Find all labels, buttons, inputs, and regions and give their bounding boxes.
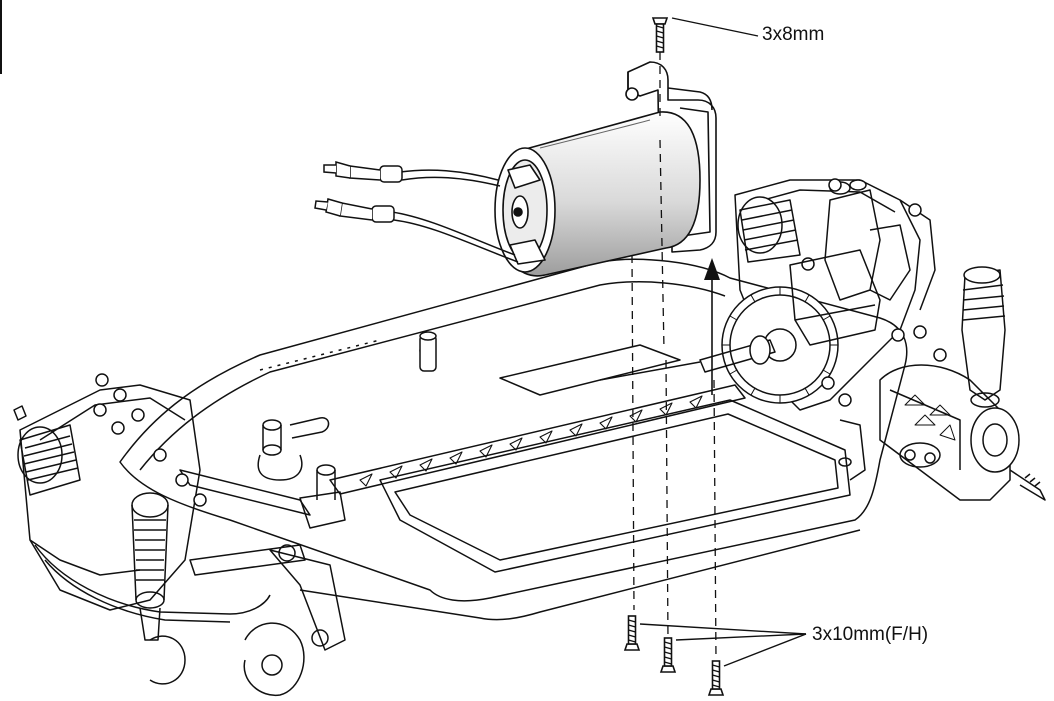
screw-icon [652, 17, 668, 53]
guide-lines [631, 52, 717, 661]
screw-icon [660, 637, 676, 673]
chassis [13, 178, 1046, 696]
arrow-up-icon [704, 258, 720, 395]
screw-icon [708, 660, 724, 696]
motor [494, 111, 701, 277]
top-screw-label: 3x8mm [762, 24, 825, 45]
motor-wires [314, 161, 519, 263]
leader-lines [639, 17, 807, 667]
screw-icon [624, 615, 640, 651]
bottom-screws-label: 3x10mm(F/H) [812, 624, 929, 645]
